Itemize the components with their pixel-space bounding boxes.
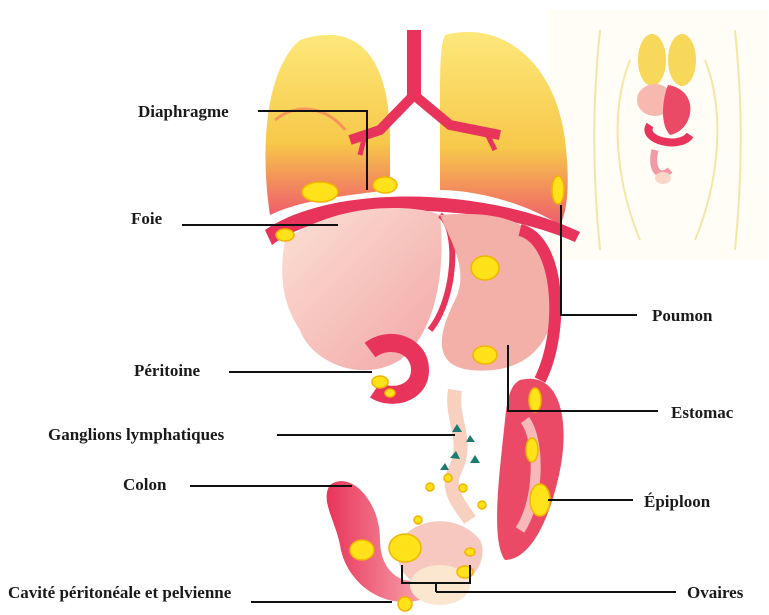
label-ovaires: Ovaires [687, 583, 744, 602]
label-estomac: Estomac [671, 403, 734, 422]
label-diaphragme: Diaphragme [138, 102, 229, 121]
label-cavite: Cavité péritonéale et pelvienne [8, 583, 232, 602]
label-epiploon: Épiploon [644, 492, 711, 511]
label-colon: Colon [123, 475, 167, 494]
label-poumon: Poumon [652, 306, 713, 325]
label-foie: Foie [131, 209, 163, 228]
label-ganglions: Ganglions lymphatiques [48, 425, 225, 444]
label-peritoine: Péritoine [134, 361, 201, 380]
inset-body-thumbnail [548, 10, 768, 260]
